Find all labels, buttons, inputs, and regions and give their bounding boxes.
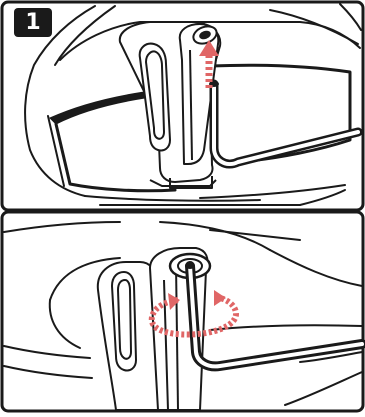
bottom-panel [2,212,363,411]
top-panel [2,2,363,210]
step-number-badge: 1 [14,8,52,37]
